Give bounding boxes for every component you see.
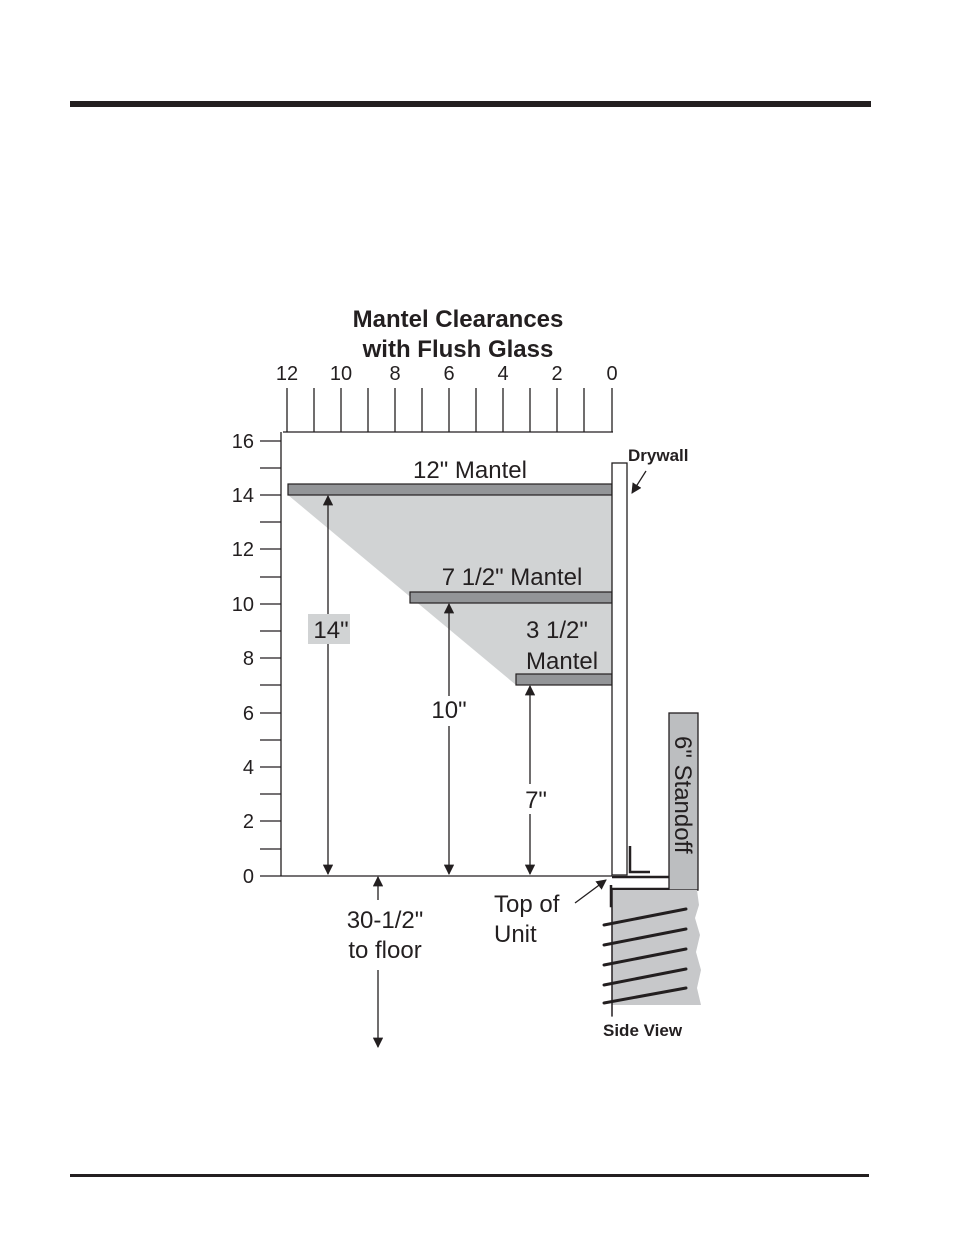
mantel-label: 7 1/2" Mantel [442, 564, 583, 591]
drywall-pointer [632, 471, 646, 493]
y-tick-label: 2 [243, 811, 254, 833]
y-tick-label: 16 [232, 431, 254, 453]
dimension-label: 7" [525, 787, 547, 814]
y-tick-label: 14 [232, 485, 254, 507]
top-of-unit-pointer [575, 880, 606, 903]
y-tick-label: 10 [232, 594, 254, 616]
side-view-label: Side View [603, 1021, 683, 1040]
y-tick-label: 0 [243, 866, 254, 888]
x-tick-label: 0 [606, 363, 617, 385]
top-of-unit-label-line1: Top of [494, 891, 560, 918]
unit-body [612, 890, 701, 1005]
mantel-12in [288, 484, 612, 495]
floor-note-line2: to floor [348, 937, 421, 964]
bottom-rule [70, 1174, 869, 1177]
x-tick-label: 10 [330, 363, 352, 385]
floor-note-line1: 30-1/2" [347, 907, 424, 934]
drywall-label: Drywall [628, 446, 688, 465]
mantel-label: 3 1/2" [526, 617, 588, 644]
dimension-label: 14" [313, 617, 348, 644]
diagram-title-line2: with Flush Glass [362, 336, 554, 363]
x-tick-label: 8 [389, 363, 400, 385]
y-tick-label: 4 [243, 757, 254, 779]
mantel-3-5in [516, 674, 612, 685]
top-scale [283, 388, 613, 432]
x-tick-label: 12 [276, 363, 298, 385]
mantel-7-5in [410, 592, 612, 603]
mantel-label: Mantel [526, 648, 598, 675]
x-tick-label: 2 [551, 363, 562, 385]
x-tick-label: 4 [497, 363, 508, 385]
x-tick-label: 6 [443, 363, 454, 385]
y-tick-label: 12 [232, 539, 254, 561]
dimension-label: 10" [431, 697, 466, 724]
y-tick-label: 6 [243, 703, 254, 725]
y-tick-label: 8 [243, 648, 254, 670]
diagram-title-line1: Mantel Clearances [353, 306, 564, 333]
mantel-label: 12" Mantel [413, 457, 527, 484]
top-of-unit-label-line2: Unit [494, 921, 537, 948]
drywall [612, 463, 627, 875]
standoff-label: 6" Standoff [669, 736, 696, 854]
